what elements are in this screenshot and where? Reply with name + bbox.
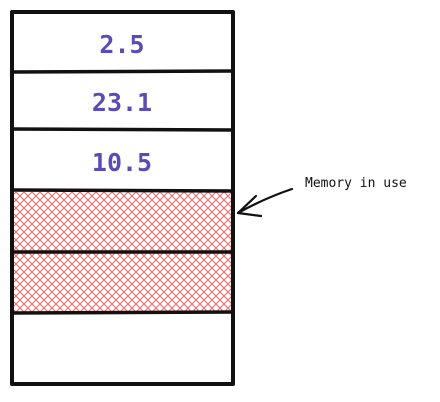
stack-outline — [10, 10, 235, 386]
memory-in-use-label: Memory in use — [305, 176, 407, 191]
cell-divider — [10, 127, 235, 132]
cell-value-3: 10.5 — [92, 148, 152, 177]
in-use-cell-1-fill — [12, 192, 233, 252]
arrow-icon — [236, 187, 294, 218]
in-use-cell-2-fill — [12, 252, 233, 312]
cell-divider — [10, 69, 235, 74]
cell-value-2: 23.1 — [92, 88, 152, 117]
cell-divider — [10, 310, 235, 315]
cell-divider — [10, 188, 235, 193]
cell-value-1: 2.5 — [99, 30, 144, 59]
